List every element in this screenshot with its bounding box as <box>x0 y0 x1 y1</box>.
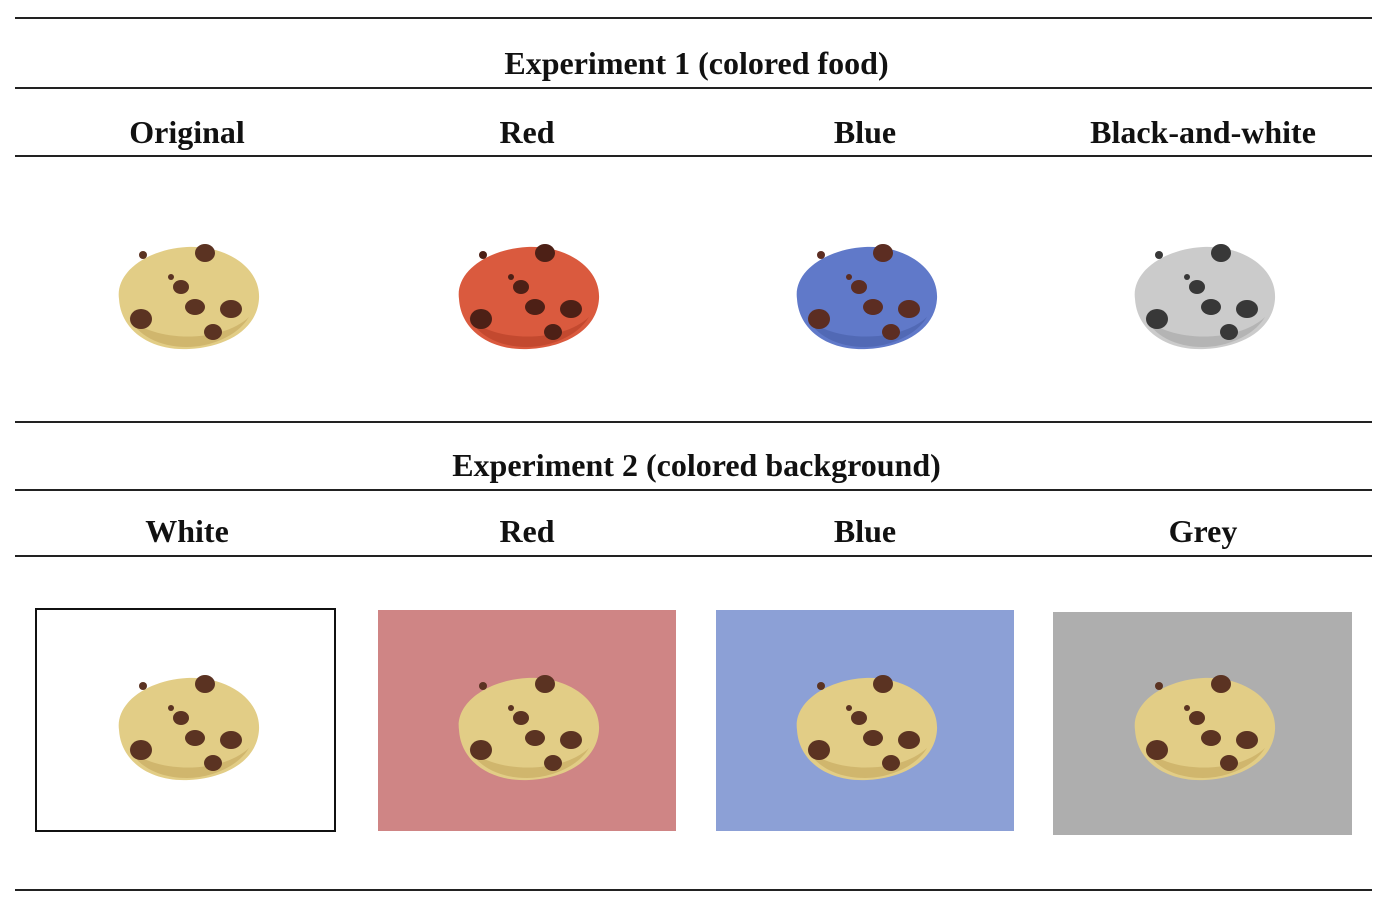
cookie-dough <box>458 677 600 781</box>
cookie-shading <box>1145 748 1265 778</box>
cookie-dough <box>118 677 260 781</box>
experiment1-title: Experiment 1 (colored food) <box>504 45 889 81</box>
cookie-on-white-image <box>109 668 265 786</box>
cookie-shading <box>469 748 589 778</box>
exp1-header-original: Original <box>129 114 245 150</box>
cookie-bw-image <box>1125 237 1281 355</box>
cookie-dough <box>796 677 938 781</box>
cookie-graphic <box>458 675 600 781</box>
rule <box>15 421 1372 423</box>
cookie-shading <box>807 748 927 778</box>
cookie-dough <box>796 246 938 350</box>
exp2-header-grey: Grey <box>1168 513 1238 549</box>
cookie-graphic <box>796 675 938 781</box>
cookie-original-image <box>109 237 265 355</box>
cookie-graphic <box>1134 244 1276 350</box>
chocolate-chips <box>130 244 242 340</box>
exp1-header-red: Red <box>499 114 555 150</box>
cookie-red-image <box>449 237 605 355</box>
bottom-rule <box>15 889 1372 891</box>
chocolate-chips <box>1146 244 1258 340</box>
cookie-blue-image <box>787 237 943 355</box>
top-rule <box>15 17 1372 19</box>
cookie-graphic <box>796 244 938 350</box>
cookie-on-blue-image <box>787 668 943 786</box>
chocolate-chips <box>470 244 582 340</box>
experiment2-title: Experiment 2 (colored background) <box>452 447 941 483</box>
rule <box>15 489 1372 491</box>
chocolate-chips <box>1146 675 1258 771</box>
cookie-dough <box>458 246 600 350</box>
cookie-shading <box>1145 317 1265 347</box>
exp1-header-blue: Blue <box>833 114 897 150</box>
rule <box>15 155 1372 157</box>
exp2-header-white: White <box>145 513 229 549</box>
exp1-header-bw: Black-and-white <box>1090 114 1316 150</box>
chocolate-chips <box>808 244 920 340</box>
chocolate-chips <box>130 675 242 771</box>
chocolate-chips <box>470 675 582 771</box>
cookie-dough <box>118 246 260 350</box>
cookie-graphic <box>1134 675 1276 781</box>
rule <box>15 555 1372 557</box>
cookie-shading <box>469 317 589 347</box>
exp2-header-blue: Blue <box>833 513 897 549</box>
cookie-on-grey-image <box>1125 668 1281 786</box>
chocolate-chips <box>808 675 920 771</box>
cookie-graphic <box>118 675 260 781</box>
cookie-shading <box>129 317 249 347</box>
cookie-dough <box>1134 246 1276 350</box>
exp2-header-red: Red <box>499 513 555 549</box>
cookie-on-red-image <box>449 668 605 786</box>
rule <box>15 87 1372 89</box>
cookie-shading <box>129 748 249 778</box>
cookie-graphic <box>118 244 260 350</box>
cookie-dough <box>1134 677 1276 781</box>
cookie-graphic <box>458 244 600 350</box>
cookie-shading <box>807 317 927 347</box>
